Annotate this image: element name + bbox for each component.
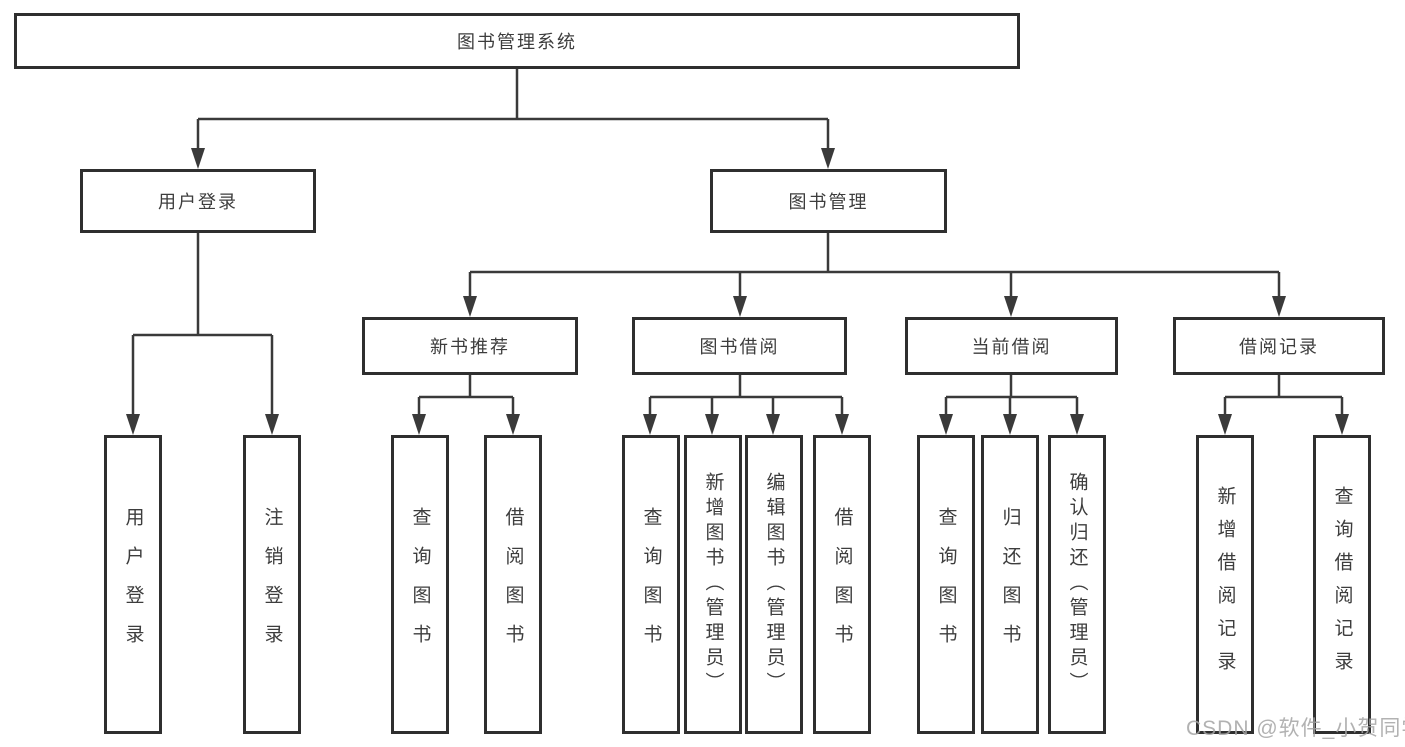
node-label: 借阅图书 [502, 506, 524, 663]
node-library-management-system: 图书管理系统 [14, 13, 1020, 69]
leaf-query-books-recommend: 查询图书 [391, 435, 449, 734]
node-borrow-records: 借阅记录 [1173, 317, 1385, 375]
node-label: 确认归还（管理员） [1066, 472, 1088, 697]
node-label: 借阅记录 [1239, 337, 1319, 357]
leaf-user-login: 用户登录 [104, 435, 162, 734]
node-label: 用户登录 [158, 192, 238, 212]
node-label: 查询图书 [935, 506, 957, 663]
node-label: 用户登录 [122, 506, 144, 663]
leaf-query-books-borrow: 查询图书 [622, 435, 680, 734]
node-label: 当前借阅 [971, 337, 1052, 357]
node-label: 注销登录 [261, 506, 283, 663]
node-book-management: 图书管理 [710, 169, 947, 233]
node-label: 查询图书 [409, 506, 431, 663]
node-label: 新增图书（管理员） [702, 472, 724, 697]
leaf-borrow-books: 借阅图书 [813, 435, 871, 734]
leaf-return-books: 归还图书 [981, 435, 1039, 734]
node-label: 新书推荐 [430, 337, 510, 357]
csdn-watermark: CSDN @软件_小贺同学 [1186, 717, 1405, 740]
node-label: 新增借阅记录 [1214, 485, 1236, 684]
leaf-add-books-admin: 新增图书（管理员） [684, 435, 742, 734]
node-new-book-recommend: 新书推荐 [362, 317, 578, 375]
node-label: 图书管理 [788, 192, 869, 212]
node-label: 图书管理系统 [457, 32, 577, 52]
leaf-confirm-return-admin: 确认归还（管理员） [1048, 435, 1106, 734]
node-book-borrow: 图书借阅 [632, 317, 847, 375]
node-label: 借阅图书 [831, 506, 853, 663]
node-label: 查询借阅记录 [1331, 485, 1353, 684]
leaf-query-books-current: 查询图书 [917, 435, 975, 734]
node-label: 查询图书 [640, 506, 662, 663]
node-current-borrow: 当前借阅 [905, 317, 1118, 375]
node-label: 编辑图书（管理员） [763, 472, 785, 697]
leaf-add-borrow-record: 新增借阅记录 [1196, 435, 1254, 734]
leaf-query-borrow-record: 查询借阅记录 [1313, 435, 1371, 734]
leaf-logout: 注销登录 [243, 435, 301, 734]
node-label: 图书借阅 [699, 337, 780, 357]
leaf-borrow-books-recommend: 借阅图书 [484, 435, 542, 734]
node-label: 归还图书 [999, 506, 1021, 663]
leaf-edit-books-admin: 编辑图书（管理员） [745, 435, 803, 734]
node-user-login: 用户登录 [80, 169, 316, 233]
